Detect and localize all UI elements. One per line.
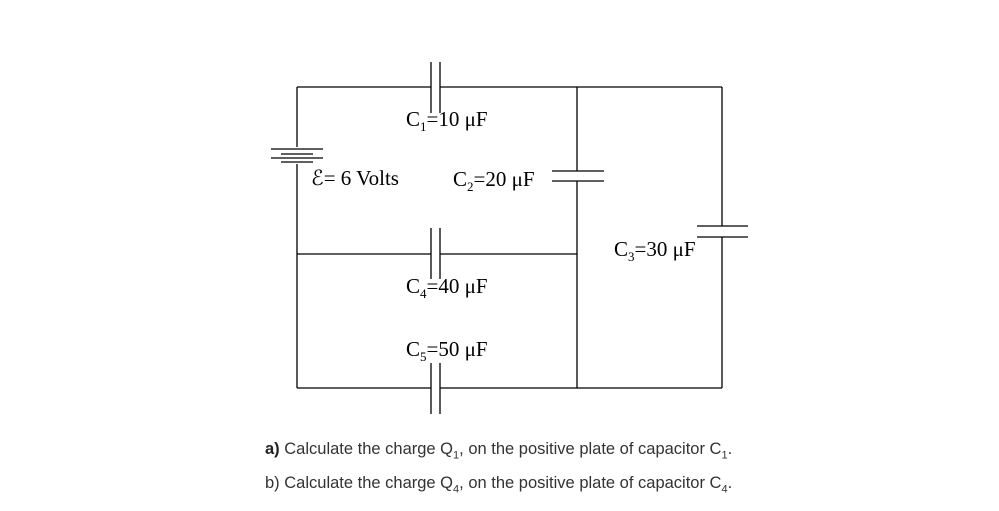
capacitor-c2-symbol — [552, 170, 604, 182]
capacitor-c5-symbol — [430, 363, 441, 414]
c3-label: C3=30 μF — [614, 237, 696, 264]
circuit-wires — [296, 86, 723, 389]
battery-label: ℰ= 6 Volts — [311, 166, 399, 190]
battery-symbol — [271, 148, 323, 163]
question-b: b) Calculate the charge Q4, on the posit… — [265, 474, 733, 496]
c4-label: C4=40 μF — [406, 274, 488, 301]
question-a: a) Calculate the charge Q1, on the posit… — [265, 440, 733, 462]
capacitor-c3-symbol — [697, 225, 748, 238]
capacitor-c4-symbol — [430, 228, 441, 279]
capacitor-c1-symbol — [430, 62, 441, 113]
c2-label: C2=20 μF — [453, 167, 535, 194]
question-b-marker: b) — [265, 474, 280, 492]
question-a-marker: a) — [265, 440, 280, 458]
c1-label: C1=10 μF — [406, 107, 488, 134]
questions-block: a) Calculate the charge Q1, on the posit… — [265, 434, 965, 502]
c5-label: C5=50 μF — [406, 337, 488, 364]
